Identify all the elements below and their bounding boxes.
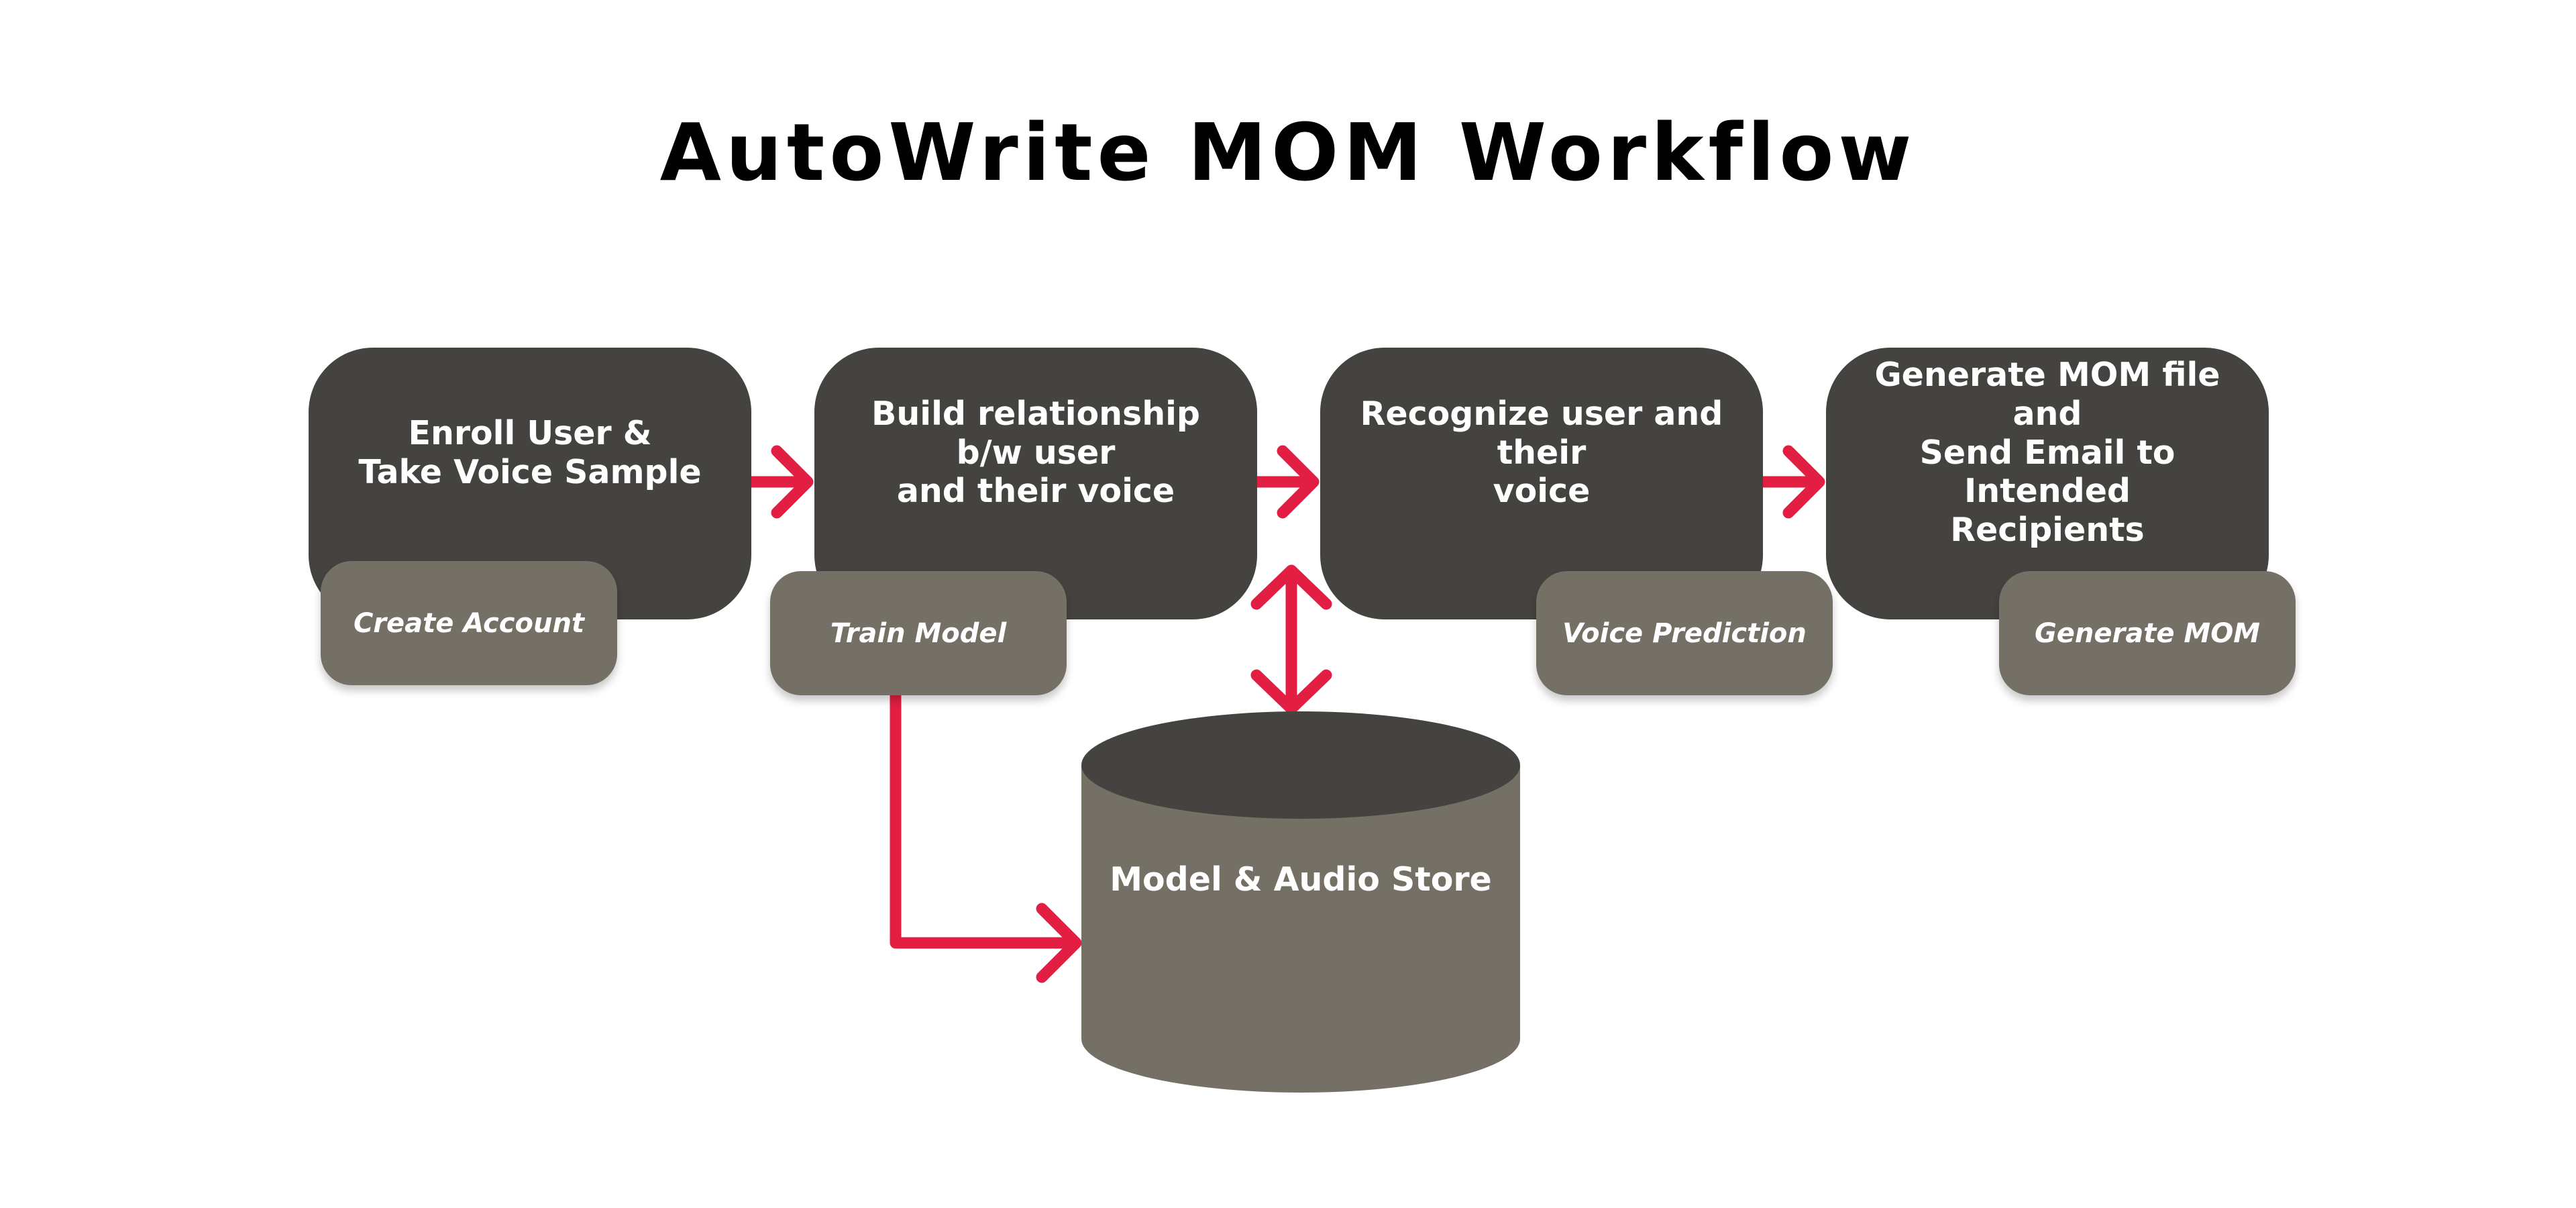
step-enroll-user-label: Enroll User & Take Voice Sample [358,413,702,491]
substep-generate-mom-label: Generate MOM [2034,617,2261,649]
step-generate-mom-label: Generate MOM file and Send Email to Inte… [1874,355,2220,550]
substep-voice-prediction: Voice Prediction [1536,571,1833,695]
substep-generate-mom: Generate MOM [1999,571,2296,695]
arrow-enroll-to-build [745,445,814,519]
step-recognize-user-label: Recognize user and their voice [1360,394,1723,511]
substep-train-model-label: Train Model [830,617,1007,649]
substep-voice-prediction-label: Voice Prediction [1562,617,1807,649]
arrow-build-to-recognize [1251,445,1320,519]
substep-create-account: Create Account [321,561,617,685]
store-cylinder-top [1081,711,1520,819]
arrow-train-to-store [890,689,1082,983]
diagram-title: AutoWrite MOM Workflow [659,106,1917,199]
substep-train-model: Train Model [770,571,1067,695]
substep-create-account-label: Create Account [353,607,585,639]
arrow-store-recognize-bidirectional [1250,564,1332,715]
step-build-relationship-label: Build relationship b/w user and their vo… [871,394,1200,511]
arrow-recognize-to-generate [1757,445,1825,519]
store-label: Model & Audio Store [1110,860,1492,899]
